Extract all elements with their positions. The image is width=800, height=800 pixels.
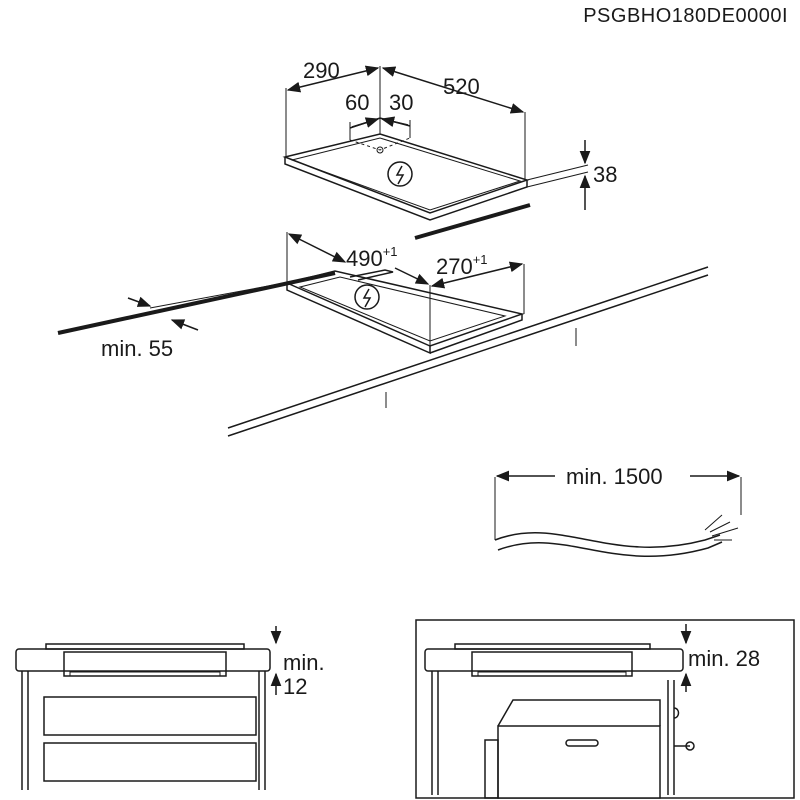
- section-right: [415, 619, 795, 799]
- hob-depth-label: 290: [303, 58, 340, 83]
- left-clearance-label-1: min.: [283, 650, 325, 675]
- dimension-min-55: [127, 296, 152, 307]
- hob-offset-b-label: 30: [389, 90, 413, 115]
- cutout-power-symbol-icon: [354, 284, 380, 310]
- cutout-min-edge-label: min. 55: [101, 336, 173, 361]
- dimension-270: [430, 261, 524, 289]
- dimension-290: [286, 65, 380, 93]
- left-clearance-label-2: 12: [283, 674, 307, 699]
- hob-width-label: 520: [443, 74, 480, 99]
- hob-height-label: 38: [593, 162, 617, 187]
- hob-offset-a-label: 60: [345, 90, 369, 115]
- dimension-490: [287, 233, 347, 263]
- right-clearance-label: min. 28: [688, 646, 760, 671]
- cutout-depth-label: 270+1: [436, 252, 488, 279]
- worktop-cutout: [57, 203, 709, 437]
- cutout-width-label: 490+1: [346, 244, 398, 271]
- hob-drawing: [282, 65, 591, 221]
- power-cable: [494, 470, 742, 557]
- section-left: [15, 626, 282, 790]
- dimension-520: [381, 66, 525, 114]
- power-symbol-icon: [387, 161, 413, 187]
- document-code: PSGBHO180DE0000I: [583, 5, 788, 27]
- cable-length-label: min. 1500: [566, 464, 663, 489]
